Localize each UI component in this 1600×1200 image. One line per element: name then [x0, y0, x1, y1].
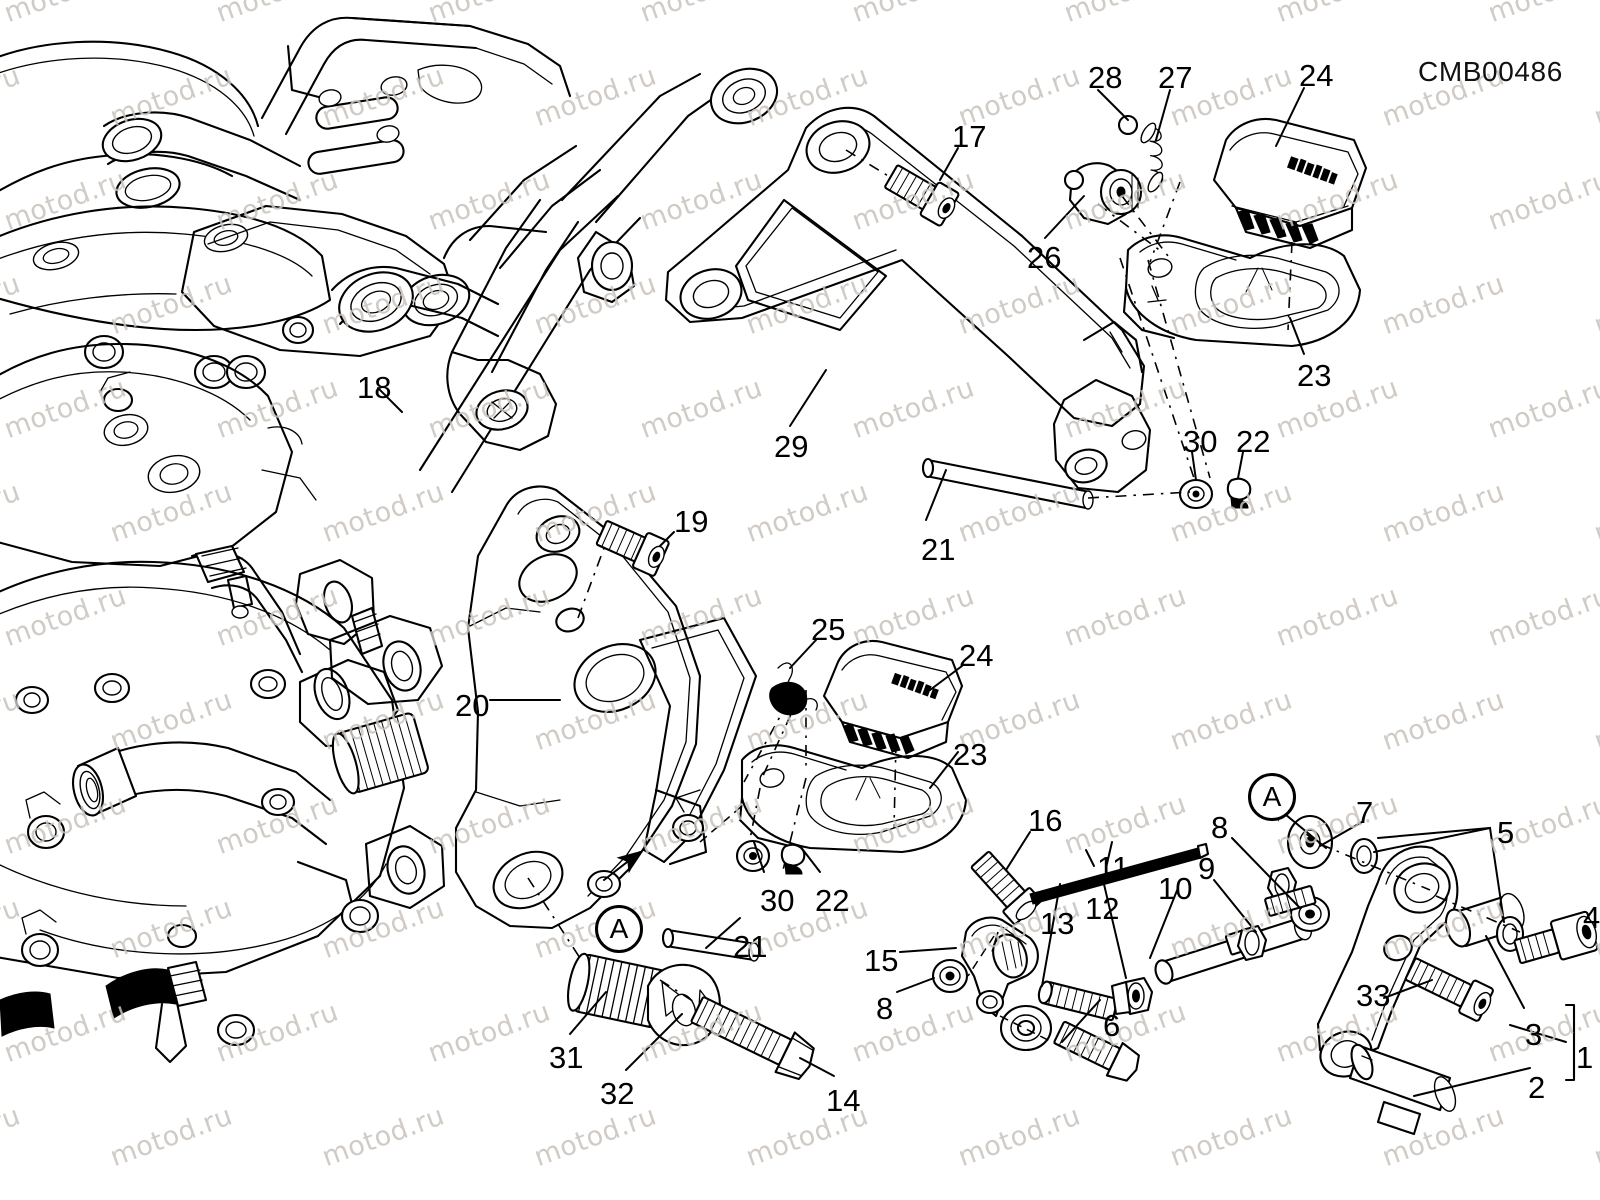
callout-number-23b: 23: [953, 737, 988, 772]
callout-number-20: 20: [455, 688, 490, 723]
right-footpeg-assembly: [921, 114, 1368, 510]
callout-number-27: 27: [1158, 60, 1193, 95]
callout-number-1: 1: [1576, 1040, 1594, 1075]
callout-number-33: 33: [1356, 978, 1391, 1013]
callout-number-22a: 22: [1236, 424, 1271, 459]
part-17-screw: [845, 149, 960, 227]
part-20-footrest-hanger: [454, 485, 702, 930]
callout-number-9a: 9: [1198, 851, 1216, 886]
callout-number-32: 32: [600, 1076, 635, 1111]
gear-lever-assembly: [1266, 798, 1599, 1136]
engine-frame-assembly: [0, 16, 572, 1064]
callout-number-24b: 24: [959, 638, 994, 673]
callout-number-25: 25: [811, 612, 846, 647]
reference-mark-a: A: [1248, 773, 1296, 821]
callout-number-5: 5: [1497, 815, 1515, 850]
callout-number-17: 17: [952, 119, 987, 154]
center-footpeg-assembly: [603, 616, 968, 962]
callout-number-22b: 22: [815, 883, 850, 918]
callout-number-30b: 30: [760, 883, 795, 918]
callout-number-2: 2: [1528, 1070, 1546, 1105]
callout-number-24a: 24: [1299, 58, 1334, 93]
callout-number-29: 29: [774, 429, 809, 464]
callout-number-18: 18: [357, 370, 392, 405]
callout-number-12: 12: [1085, 891, 1120, 926]
callout-number-14: 14: [826, 1083, 861, 1118]
callout-number-23a: 23: [1297, 358, 1332, 393]
callout-number-15: 15: [864, 943, 899, 978]
callout-number-8a: 8: [876, 991, 894, 1026]
callout-leader-lines: [377, 87, 1531, 1097]
part-29-footrest-bracket: [664, 106, 1152, 494]
callout-number-30a: 30: [1183, 424, 1218, 459]
callout-number-11: 11: [1097, 850, 1130, 885]
callout-number-21a: 21: [921, 532, 956, 567]
callout-number-10: 10: [1158, 871, 1193, 906]
diagram-code-label: CMB00486: [1418, 56, 1563, 87]
callout-number-28: 28: [1088, 60, 1123, 95]
callout-number-16: 16: [1028, 803, 1063, 838]
reference-mark-a: A: [595, 905, 643, 953]
callout-number-19: 19: [674, 504, 709, 539]
callout-number-6: 6: [1103, 1008, 1121, 1043]
callout-number-3: 3: [1525, 1017, 1543, 1052]
callout-number-26: 26: [1027, 240, 1062, 275]
callout-number-31: 31: [549, 1040, 584, 1075]
callout-number-7: 7: [1356, 795, 1374, 830]
callout-number-21b: 21: [733, 929, 768, 964]
callout-number-8b: 8: [1211, 810, 1229, 845]
frame-tubes: [330, 67, 779, 494]
callout-number-13: 13: [1040, 906, 1075, 941]
callout-number-4: 4: [1583, 900, 1600, 935]
